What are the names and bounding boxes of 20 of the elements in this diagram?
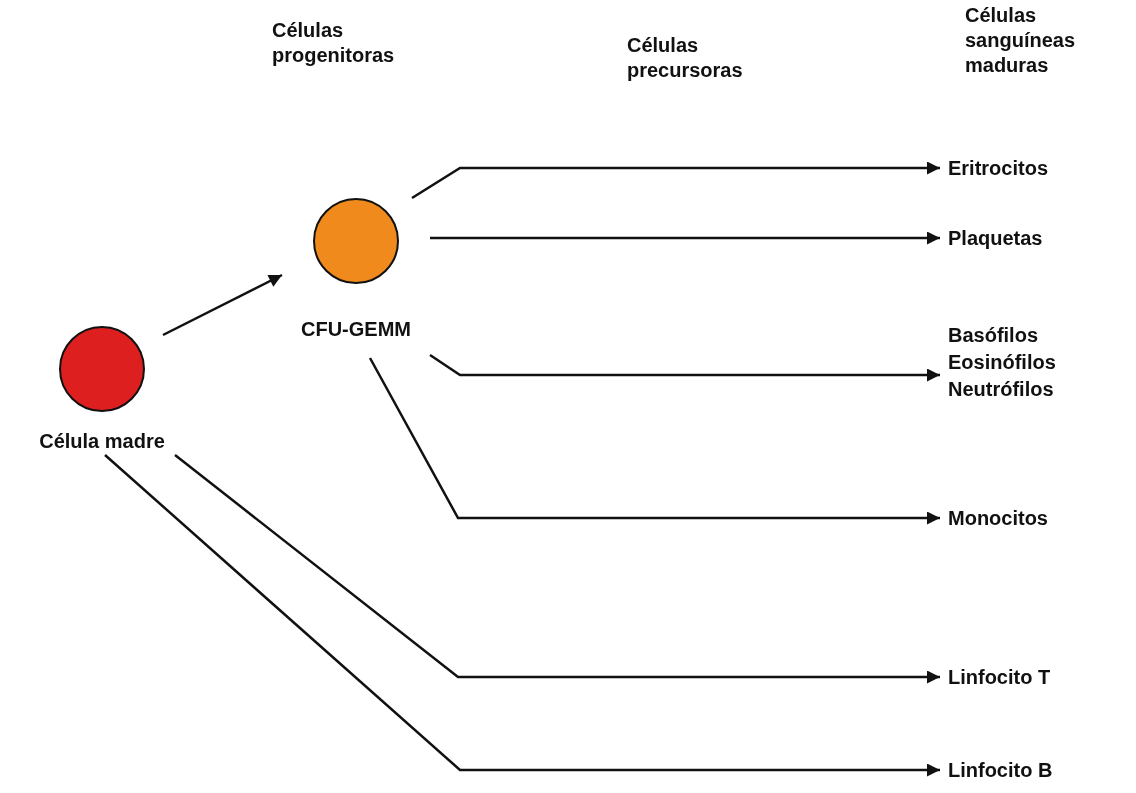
cell-label: Eritrocitos bbox=[948, 156, 1049, 181]
cell-label: CFU-GEMM bbox=[301, 317, 411, 342]
arrow bbox=[174, 454, 940, 684]
cell-label: Célula madre bbox=[39, 429, 165, 454]
arrow bbox=[162, 273, 283, 337]
cell-label: Neutrófilos bbox=[948, 377, 1054, 402]
arrow bbox=[429, 353, 940, 382]
arrow bbox=[430, 231, 940, 245]
cell-label: Eosinófilos bbox=[948, 350, 1056, 375]
column-heading: Células precursoras bbox=[627, 33, 744, 83]
column-heading: Células sanguíneas maduras bbox=[965, 3, 1077, 78]
column-heading: Células progenitoras bbox=[272, 18, 396, 68]
cell-label: Plaquetas bbox=[948, 226, 1043, 251]
cell-label: Monocitos bbox=[948, 506, 1048, 531]
arrow bbox=[411, 161, 940, 200]
cell-label: Linfocito T bbox=[948, 665, 1051, 690]
cell-label: Basófilos bbox=[948, 323, 1039, 348]
arrow bbox=[104, 454, 940, 777]
cell-label: Linfocito B bbox=[948, 758, 1053, 783]
arrow bbox=[368, 357, 940, 525]
